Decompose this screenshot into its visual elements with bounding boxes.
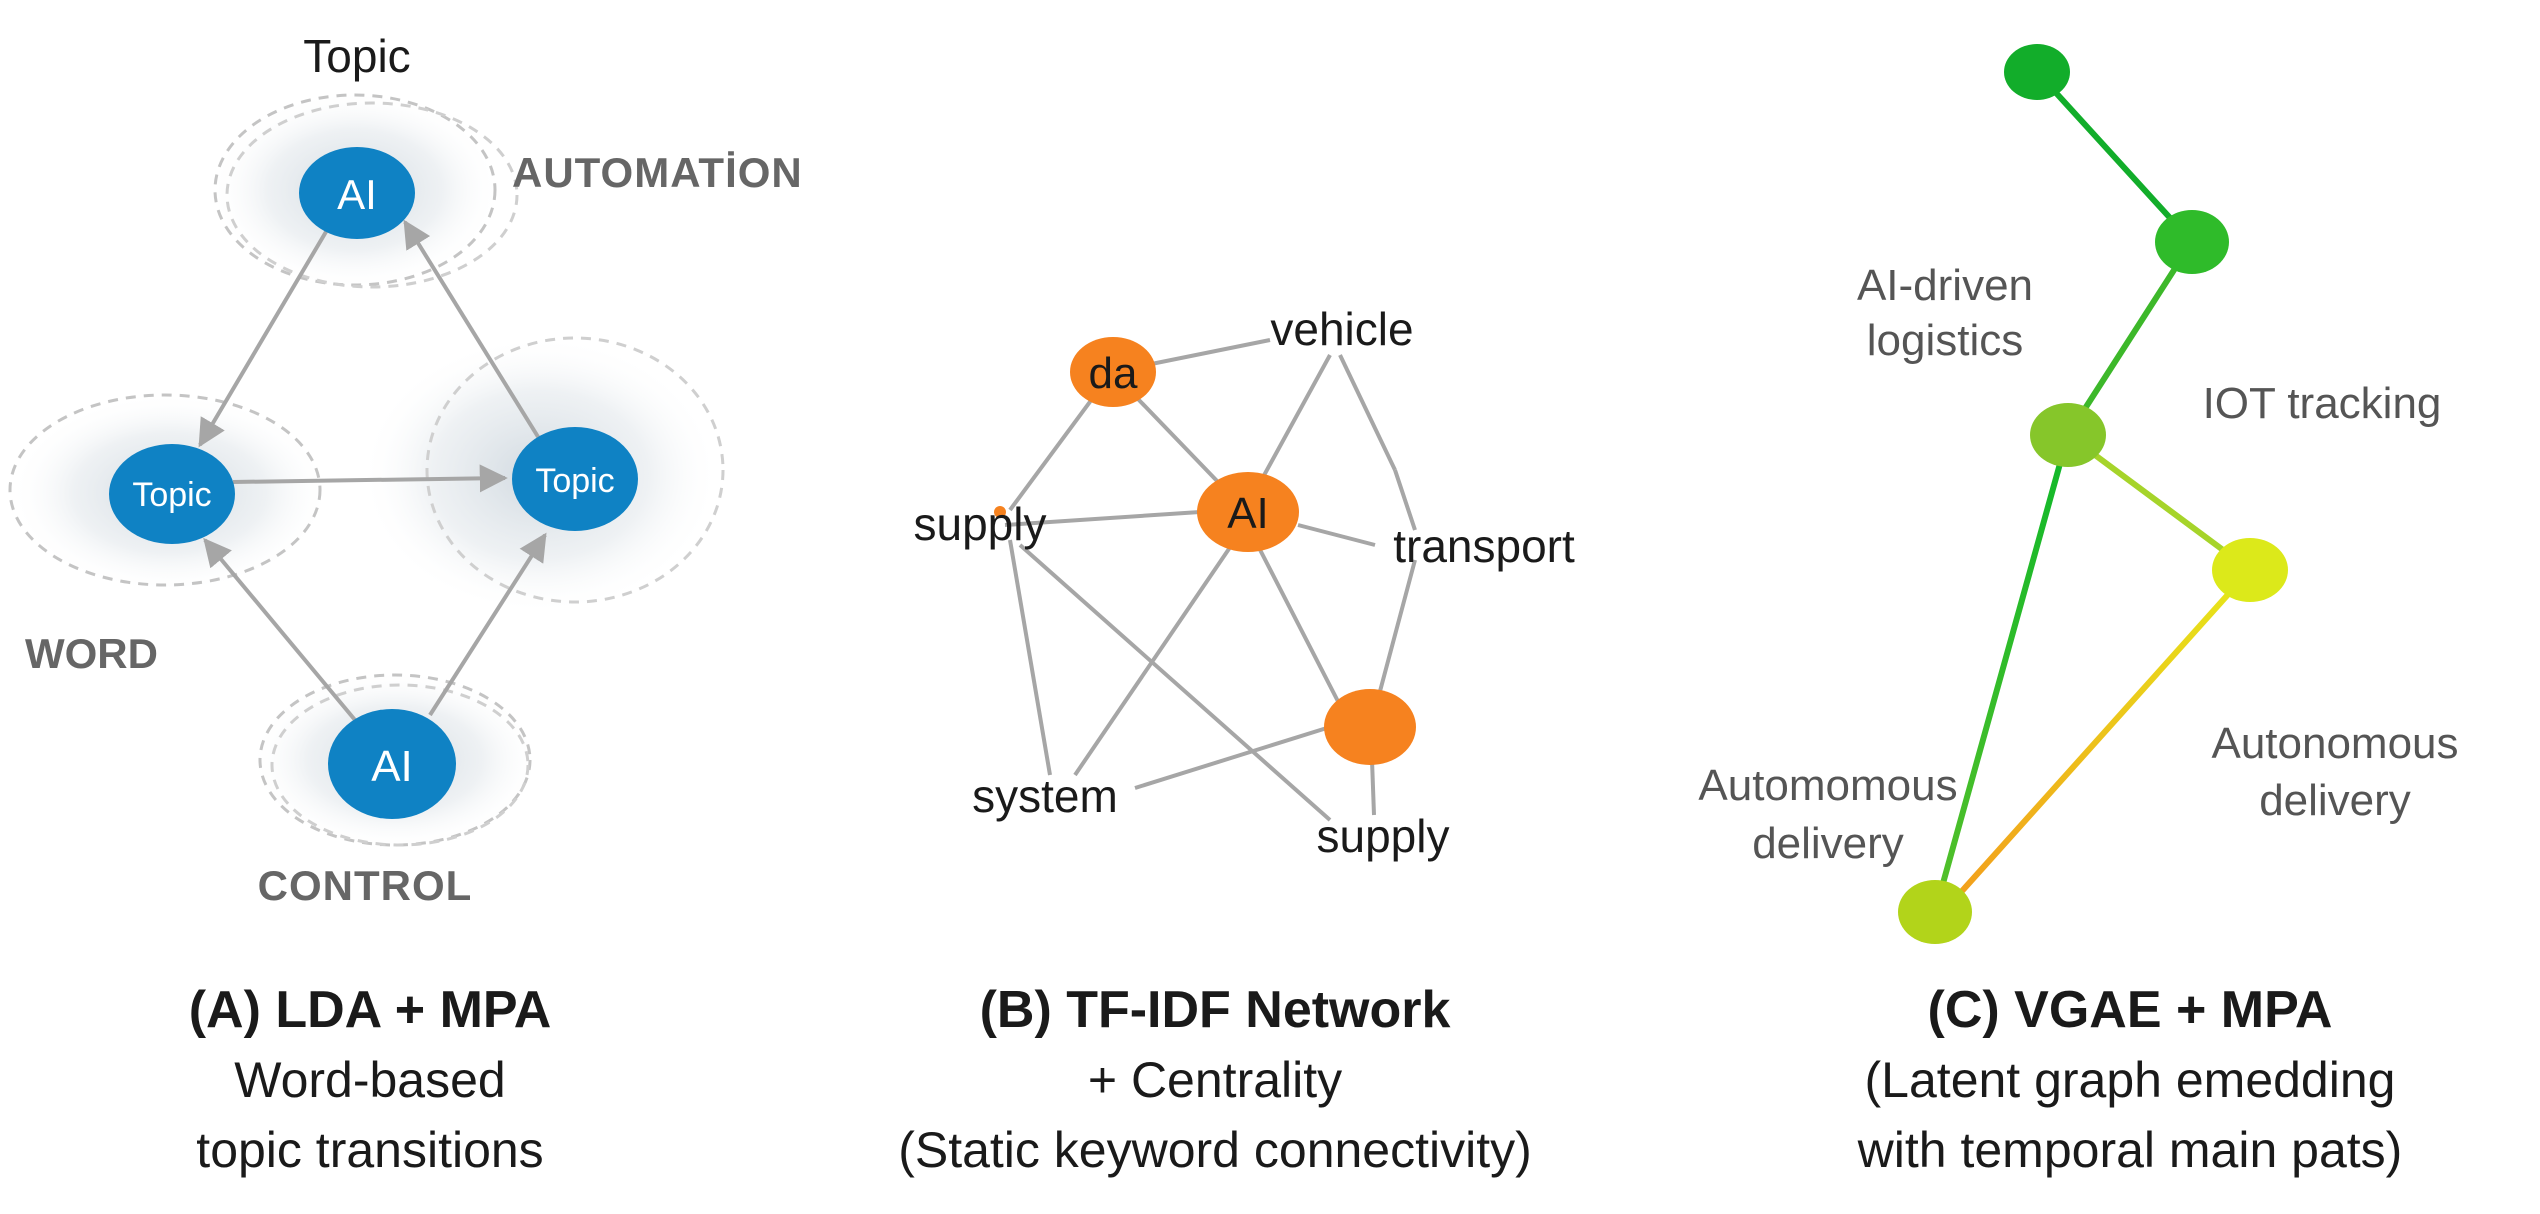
panel-b-caption-line2: (Static keyword connectivity) xyxy=(898,1122,1532,1178)
node-label: da xyxy=(1089,349,1138,398)
panel-b-word-transport: transport xyxy=(1393,520,1575,572)
arrow-topic-right-to-ai-top xyxy=(403,219,542,442)
panel-b-node-unlabeled xyxy=(1324,689,1416,765)
panel-c-node-start xyxy=(2004,44,2070,100)
panel-b-node-ai: AI xyxy=(1197,472,1299,552)
node-label: AI xyxy=(371,742,413,791)
arrow-ai-bottom-to-topic-right xyxy=(428,532,547,717)
node-label: Topic xyxy=(132,476,211,514)
panel-b-word-supply-left: supply xyxy=(914,498,1047,550)
panel-b-node-da: da xyxy=(1070,337,1156,407)
panel-c-label-ai-driven-line2: logistics xyxy=(1867,316,2024,365)
panel-a-node-ai-bottom: AI xyxy=(328,709,456,819)
panel-b-small-dot xyxy=(994,506,1006,518)
panel-c-caption-title: (C) VGAE + MPA xyxy=(1927,981,2333,1039)
panel-b-caption-title: (B) TF-IDF Network xyxy=(979,981,1451,1039)
panel-a-top-label: Topic xyxy=(303,30,410,82)
panel-a-automation-label: AUTOMATİON xyxy=(512,149,803,196)
panel-c-label-autonomous-line2: delivery xyxy=(2259,776,2411,825)
panel-c-node-branch xyxy=(2030,403,2106,467)
panel-b-word-system: system xyxy=(972,770,1118,822)
panel-a-caption-title: (A) LDA + MPA xyxy=(188,981,552,1039)
panel-c-edges xyxy=(1932,69,2253,915)
panel-a-caption-line1: Word-based xyxy=(234,1052,506,1108)
panel-c-caption-line2: with temporal main pats) xyxy=(1857,1122,2403,1178)
panel-a-arrows xyxy=(198,219,547,722)
panel-b-caption-line1: + Centrality xyxy=(1087,1052,1343,1108)
node-label: Topic xyxy=(535,462,614,500)
panel-c-vgae-path: AI-driven logistics IOT tracking Autonom… xyxy=(1698,44,2459,944)
panel-a-node-topic-right: Topic xyxy=(512,427,638,531)
panel-c-caption-line1: (Latent graph emedding xyxy=(1864,1052,2396,1108)
panel-b-caption: (B) TF-IDF Network + Centrality (Static … xyxy=(820,975,1610,1185)
panel-a-node-ai-top: AI xyxy=(299,147,415,239)
panel-b-word-vehicle: vehicle xyxy=(1270,303,1413,355)
arrow-ai-top-to-topic-left xyxy=(198,223,332,448)
panel-a-node-topic-left: Topic xyxy=(109,444,235,544)
panel-a-lda-mpa: AI Topic Topic AI Topic AUTOMATİON WORD … xyxy=(8,30,803,909)
panel-a-caption-line2: topic transitions xyxy=(196,1122,544,1178)
panel-c-label-automomous-line1: Automomous xyxy=(1698,761,1957,810)
panel-a-word-label: WORD xyxy=(25,630,158,677)
panel-b-word-supply-bottom: supply xyxy=(1317,810,1450,862)
panel-a-halos xyxy=(8,90,725,850)
panel-c-label-iot: IOT tracking xyxy=(2203,379,2442,428)
panel-a-caption: (A) LDA + MPA Word-based topic transitio… xyxy=(40,975,700,1185)
panel-b-tfidf-network: da AI vehicle supply transport system su… xyxy=(914,303,1575,862)
panel-c-node-iot xyxy=(2212,538,2288,602)
panel-a-control-label: CONTROL xyxy=(258,862,473,909)
panel-b-edges xyxy=(1004,338,1417,822)
panel-c-label-ai-driven-line1: AI-driven xyxy=(1857,261,2033,310)
panel-c-caption: (C) VGAE + MPA (Latent graph emedding wi… xyxy=(1760,975,2500,1185)
arrow-topic-left-to-topic-right xyxy=(232,464,508,493)
node-label: AI xyxy=(1227,489,1269,538)
panel-c-node-ai-driven xyxy=(2155,210,2229,274)
panel-c-label-autonomous-line1: Autonomous xyxy=(2211,719,2458,768)
arrow-ai-bottom-to-topic-left xyxy=(203,537,357,722)
panel-c-label-automomous-line2: delivery xyxy=(1752,819,1904,868)
node-label: AI xyxy=(337,171,377,218)
panel-c-node-end xyxy=(1898,880,1972,944)
